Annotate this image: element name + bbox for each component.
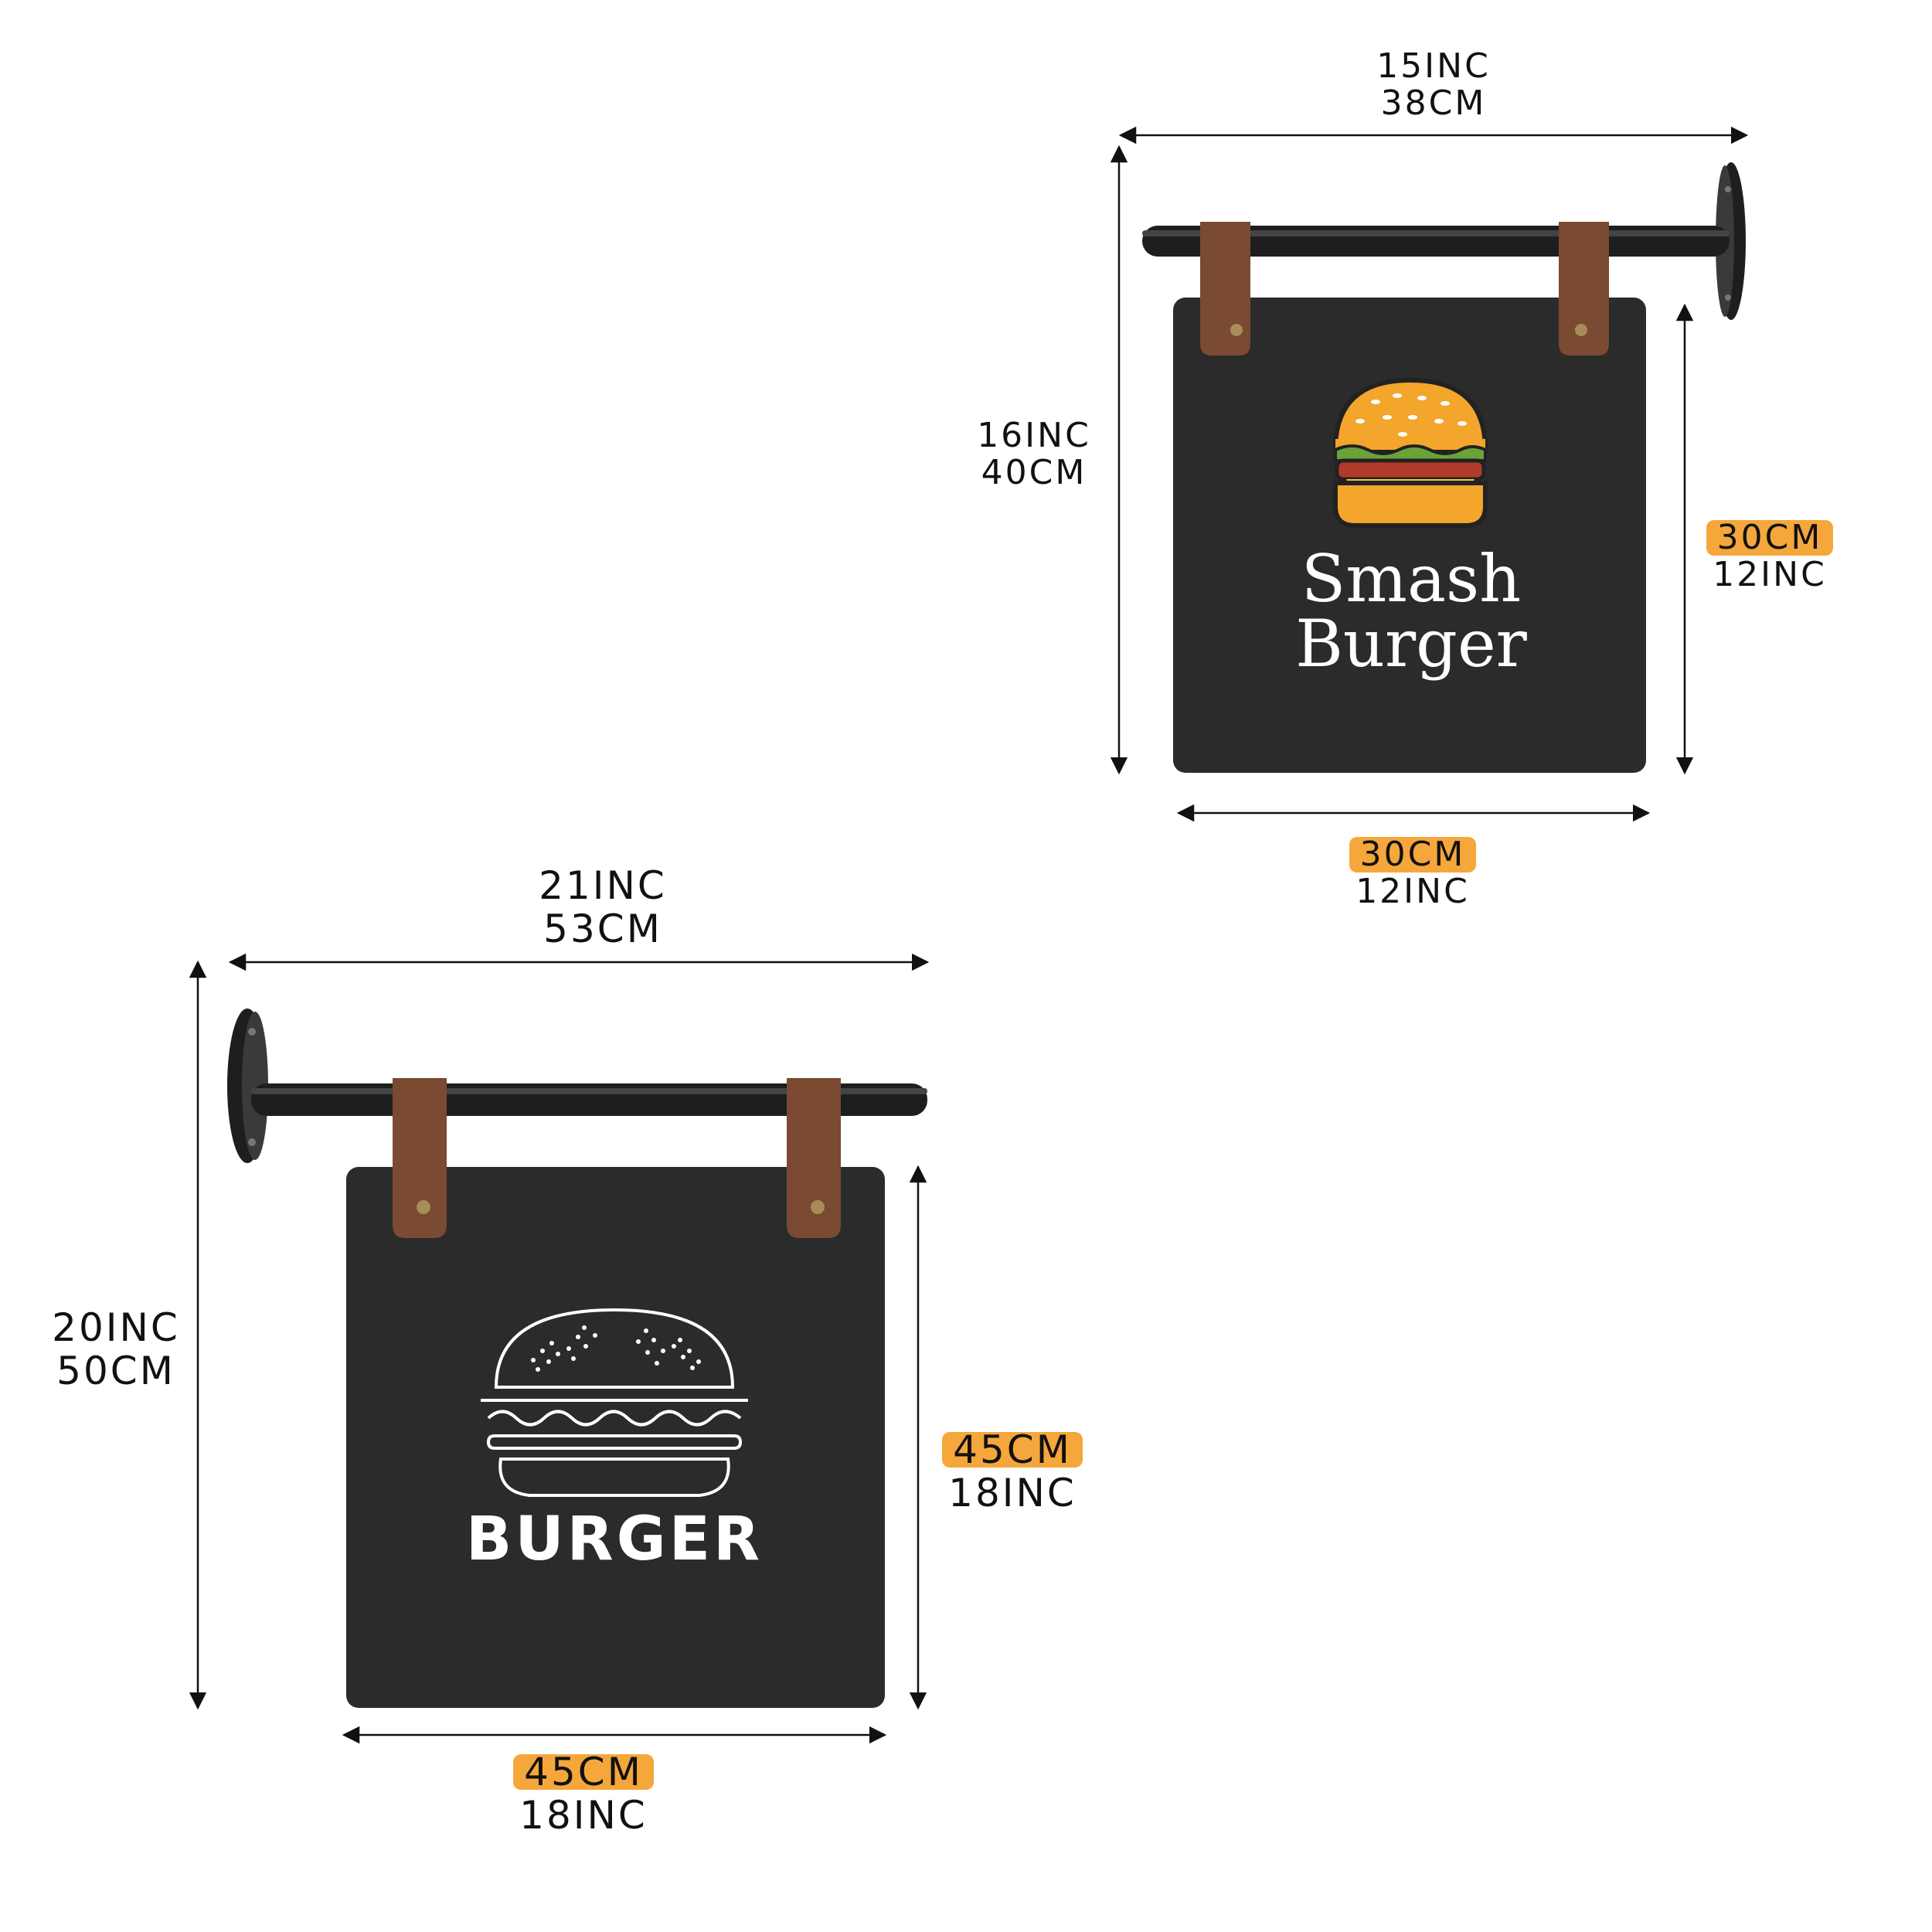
small-overall-width-label: 15INC 38CM	[1356, 48, 1511, 122]
large-overall-height-cm: 50CM	[56, 1349, 175, 1393]
large-strap-left	[393, 1078, 447, 1238]
small-strap-left	[1200, 222, 1250, 355]
large-overall-height-inch: 20INC	[52, 1305, 180, 1350]
large-board-height-inch: 18INC	[948, 1471, 1077, 1515]
large-wall-flange	[227, 1009, 268, 1163]
small-board-width-label: 30CM 12INC	[1335, 836, 1490, 910]
small-sign-title-line2: Burger	[1295, 606, 1527, 682]
small-board-width-inch: 12INC	[1355, 872, 1470, 911]
small-board-height-inch: 12INC	[1713, 555, 1827, 594]
large-board-height-label: 45CM 18INC	[920, 1428, 1105, 1515]
small-board-width-cm: 30CM	[1349, 837, 1477, 872]
large-board-width-inch: 18INC	[519, 1793, 648, 1838]
burger-sesame-seeds	[531, 1325, 701, 1372]
small-strap-right	[1559, 222, 1609, 355]
small-board-height-label: 30CM 12INC	[1692, 519, 1847, 594]
large-board-width-label: 45CM 18INC	[491, 1750, 676, 1837]
burger-color-icon	[1332, 377, 1488, 528]
small-overall-width-inch: 15INC	[1376, 46, 1491, 86]
small-overall-height-cm: 40CM	[981, 453, 1087, 492]
small-overall-width-cm: 38CM	[1380, 83, 1487, 123]
large-strap-right	[787, 1078, 841, 1238]
large-sign-title: BURGER	[466, 1505, 763, 1574]
large-board-height-cm: 45CM	[942, 1430, 1083, 1469]
large-sign: BURGER	[189, 953, 930, 1744]
small-sign-title-line1: Smash	[1301, 541, 1521, 617]
burger-outline-icon	[481, 1308, 748, 1497]
large-overall-height-label: 20INC 50CM	[35, 1306, 197, 1393]
small-overall-height-label: 16INC 40CM	[964, 417, 1104, 492]
large-overall-width-cm: 53CM	[543, 906, 662, 951]
large-overall-width-label: 21INC 53CM	[510, 864, 696, 951]
small-overall-height-inch: 16INC	[977, 416, 1091, 455]
small-board-height-cm: 30CM	[1706, 520, 1834, 556]
small-board	[1173, 298, 1646, 773]
large-board-width-cm: 45CM	[513, 1753, 654, 1791]
large-overall-width-inch: 21INC	[539, 863, 667, 908]
small-sign: Smash Burger	[1110, 126, 1749, 822]
